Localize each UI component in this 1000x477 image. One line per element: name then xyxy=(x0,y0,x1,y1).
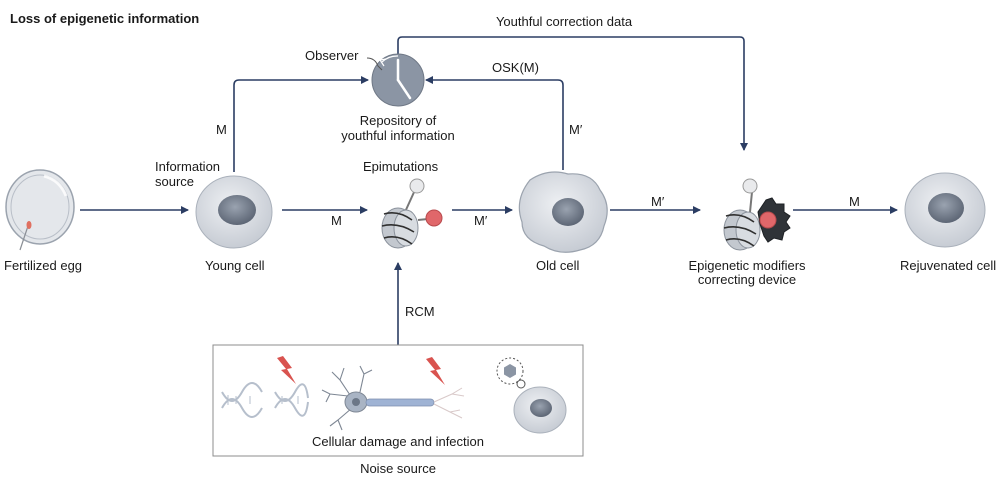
old-cell-label: Old cell xyxy=(536,258,580,273)
edge-rcm-label: RCM xyxy=(405,304,435,319)
damage-label: Cellular damage and infection xyxy=(312,434,484,449)
modifiers-label-1: Epigenetic modifiers xyxy=(688,258,806,273)
damage-bolt-icon xyxy=(277,356,296,384)
epimutations-label: Epimutations xyxy=(363,159,439,174)
edge-m-prime-epi-old-label: M′ xyxy=(474,213,488,228)
repository-clock-icon xyxy=(371,53,425,107)
edge-m-young-up-label: M xyxy=(216,122,227,137)
rejuvenated-cell-label: Rejuvenated cell xyxy=(900,258,997,273)
arrow-young-repository xyxy=(233,76,369,172)
arrow-youthful-correction xyxy=(397,36,748,151)
information-source-label-1: Information xyxy=(155,159,221,174)
old-cell-icon xyxy=(518,171,608,253)
arrow-old-repository xyxy=(425,76,564,170)
epimutation-nucleosome-icon xyxy=(381,178,443,249)
observer-label: Observer xyxy=(305,48,359,63)
youthful-correction-label: Youthful correction data xyxy=(495,14,633,29)
neuron-icon xyxy=(321,365,465,431)
infected-cell-icon xyxy=(496,357,567,434)
repository-label-1: Repository of xyxy=(359,113,437,128)
observer-pointer xyxy=(366,57,383,71)
rejuvenated-cell-icon xyxy=(904,172,986,248)
modifiers-label-2: correcting device xyxy=(697,272,797,287)
figure-title: Loss of epigenetic information xyxy=(10,11,200,26)
young-cell-icon xyxy=(195,175,273,249)
noise-source-label: Noise source xyxy=(360,461,436,476)
neuron-damage-bolt-icon xyxy=(426,357,445,385)
young-cell-label: Young cell xyxy=(205,258,265,273)
edge-m-young-epi-label: M xyxy=(331,213,342,228)
modifier-nucleosome-icon xyxy=(723,178,791,251)
edge-m-prime-old-mod-label: M′ xyxy=(651,194,665,209)
fertilized-egg-icon xyxy=(5,169,75,251)
information-source-label-2: source xyxy=(155,174,195,189)
edge-m-prime-old-up-label: M′ xyxy=(569,122,583,137)
edge-m-mod-rej-label: M xyxy=(849,194,860,209)
dna-broken-icon xyxy=(221,382,309,418)
fertilized-egg-label: Fertilized egg xyxy=(4,258,83,273)
osk-label: OSK(M) xyxy=(492,60,539,75)
repository-label-2: youthful information xyxy=(341,128,455,143)
